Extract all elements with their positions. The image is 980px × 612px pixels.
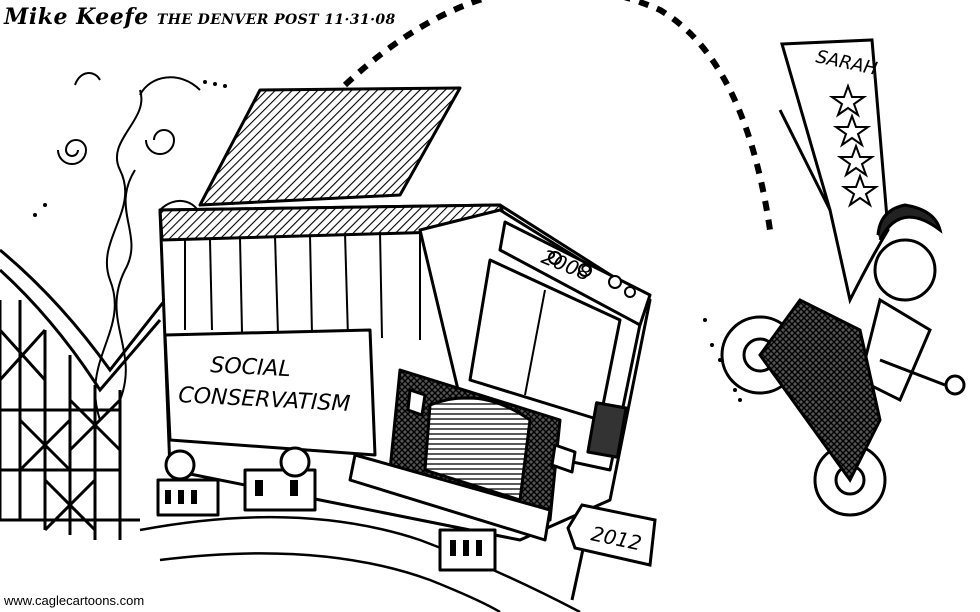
wooden-trestle [0,248,167,540]
jump-trajectory [342,0,773,231]
pennant-stars [828,83,880,208]
wheel-treads [165,480,482,556]
handlebar [879,358,946,387]
bus-wheels [156,446,497,572]
publication-credit: THE DENVER POST 11·31·08 [156,12,396,28]
mirror-knob [944,374,966,396]
website-credit: www.caglecartoons.com [4,593,145,608]
bus-side-text-social: SOCIAL [210,353,292,382]
destination-sign-box [498,220,652,327]
bus-side-panel [163,328,377,457]
road-sign-2012 [566,503,657,601]
motorcycle-rider [720,203,966,517]
road [139,515,581,612]
side-mirror [586,401,628,459]
grille-door [423,396,532,502]
smoke-dots [33,80,227,217]
bus-windows [184,230,421,340]
front-bumper [348,453,552,542]
school-bus [156,86,652,572]
artist-signature: Mike Keefe [4,4,149,30]
artist-credit: Mike Keefe THE DENVER POST 11·31·08 [4,4,396,30]
headlight-right [550,443,577,474]
roof-flap [198,86,462,207]
speed-marks [703,318,742,402]
roof-lights [548,251,636,298]
headlight-left [406,388,427,417]
rider-head [873,238,937,302]
rider-hair [876,203,943,241]
motorcycle-frame [758,298,882,483]
